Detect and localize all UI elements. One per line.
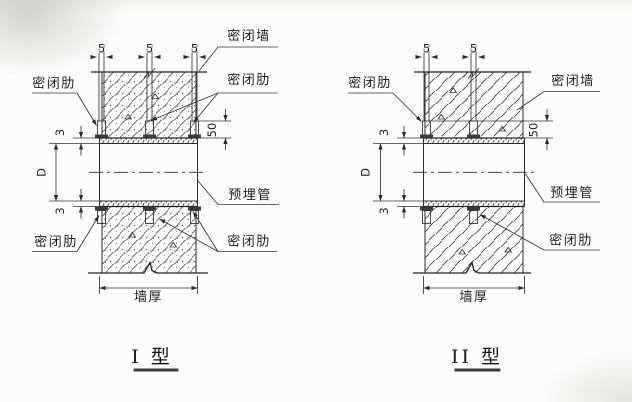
type1-dim-D: D	[35, 168, 49, 177]
type1-rib-label-bottom-left: 密闭肋	[34, 234, 78, 249]
type1-dim-pipe-wall-top: 3	[49, 126, 100, 156]
type1-dim-5-b: 5	[146, 42, 153, 56]
type2-upper-wall	[414, 71, 531, 138]
type1-wall-thickness-label: 墙厚	[134, 289, 163, 304]
type2-dim-3-bottom: 3	[377, 207, 391, 214]
type1-upper-wall	[91, 71, 207, 138]
type1-dim-rib-depth: 50	[197, 109, 231, 150]
type2-dim-5-b: 5	[470, 42, 477, 56]
type2-title-text: II 型	[451, 346, 503, 368]
type2-dim-D: D	[359, 168, 373, 177]
type1-rib-label-bottom-right: 密闭肋	[227, 234, 271, 249]
type1-pipe	[89, 137, 206, 208]
type1-labels: 密闭墙 密闭肋 密闭肋 预埋管 密闭肋 密闭肋	[32, 28, 279, 252]
type2-pipe	[413, 137, 534, 208]
type2-wall-thickness-label: 墙厚	[459, 289, 488, 304]
type2-upper-ribs	[420, 44, 480, 139]
type2-lower-wall	[413, 206, 531, 274]
type-1-diagram: 5 5 5 50 3 D 3	[32, 28, 279, 372]
type2-dim-diameter: D	[358, 143, 424, 202]
type2-pipe-label: 预埋管	[550, 185, 594, 200]
type2-labels: 密闭肋 密闭墙 预埋管 密闭肋	[348, 73, 600, 251]
type2-dim-rib-thickness: 5 5	[415, 41, 485, 60]
type2-dim-rib-depth: 50	[523, 109, 553, 150]
type-2-diagram: 5 5 50 3 D 3	[348, 41, 600, 372]
type1-dim-diameter: D	[34, 143, 100, 202]
type2-dim-pipe-wall-bottom: 3	[376, 189, 424, 219]
type2-lower-ribs	[420, 206, 480, 224]
type2-rib-label-bottom-right: 密闭肋	[549, 233, 593, 248]
type2-title: II 型	[451, 346, 503, 372]
type2-dim-5-a: 5	[423, 42, 430, 56]
type1-pipe-label: 预埋管	[228, 187, 272, 202]
type2-wall-label: 密闭墙	[551, 73, 595, 88]
type2-dim-50: 50	[527, 123, 541, 138]
type1-title-text: I 型	[131, 346, 173, 368]
type1-dim-3-top: 3	[53, 129, 67, 136]
type1-rib-label-top-right: 密闭肋	[227, 72, 271, 87]
type1-dim-50: 50	[205, 123, 219, 138]
type1-lower-wall	[88, 206, 208, 274]
type1-title: I 型	[131, 346, 179, 372]
type2-dim-3-top: 3	[377, 129, 391, 136]
type1-rib-label-top-left: 密闭肋	[32, 76, 76, 91]
type1-dim-rib-thickness: 5 5 5	[90, 41, 206, 60]
type2-rib-label-top-left: 密闭肋	[348, 75, 392, 90]
type1-dim-3-bottom: 3	[53, 207, 67, 214]
type1-dim-5-a: 5	[98, 42, 105, 56]
type1-dim-wall-thickness: 墙厚	[99, 276, 198, 304]
type2-dim-wall-thickness: 墙厚	[423, 276, 525, 304]
type2-title-underline	[454, 368, 501, 372]
type1-wall-label: 密闭墙	[227, 28, 271, 43]
type1-dim-5-c: 5	[191, 42, 198, 56]
type1-upper-ribs	[95, 44, 201, 139]
type1-dim-pipe-wall-bottom: 3	[52, 189, 100, 219]
type1-title-underline	[133, 368, 179, 372]
